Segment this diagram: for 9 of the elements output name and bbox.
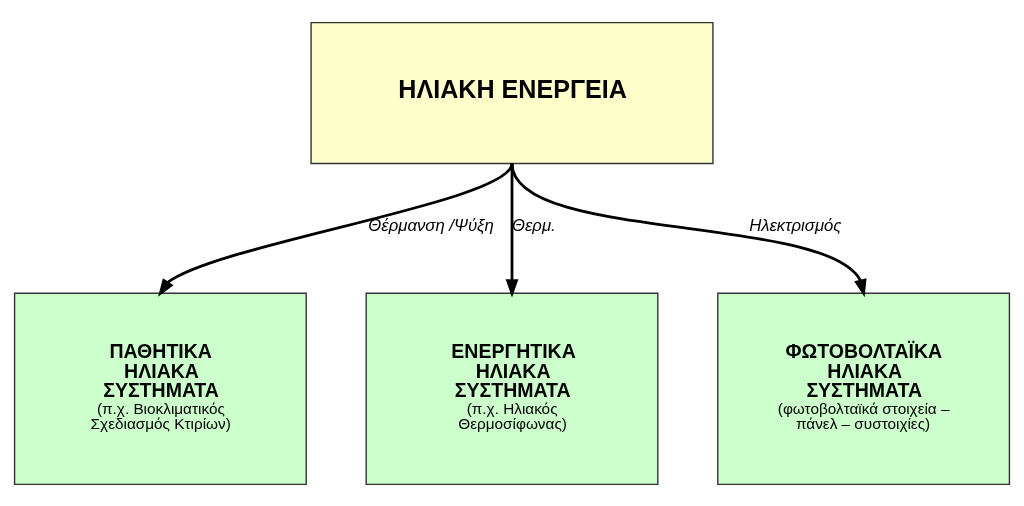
node-box: ΦΩΤΟΒΟΛΤΑΪΚΑ ΗΛΙΑΚΑ ΣΥΣΤΗΜΑΤΑ (φωτοβολταϊκά στοιχεία – πάνελ – συστοιχίες): [717, 292, 1011, 485]
edge-label: Θέρμανση /Ψύξη: [368, 215, 494, 235]
arrow: [158, 162, 514, 297]
edge-label: Θερμ.: [512, 215, 556, 235]
arrow: [510, 162, 867, 297]
node-box: ΕΝΕΡΓΗΤΙΚΑ ΗΛΙΑΚΑ ΣΥΣΤΗΜΑΤΑ (π.χ. Ηλιακός Θερμοσίφωνας): [365, 292, 659, 485]
node-box: ΗΛΙΑΚΗ ΕΝΕΡΓΕΙΑ: [310, 21, 714, 164]
edge-label: Ηλεκτρισμός: [749, 215, 842, 235]
node-box: ΠΑΘΗΤΙΚΑ ΗΛΙΑΚΑ ΣΥΣΤΗΜΑΤΑ (π.χ. Βιοκλιματικός Σχεδιασμός Κτιρίων): [13, 292, 307, 485]
